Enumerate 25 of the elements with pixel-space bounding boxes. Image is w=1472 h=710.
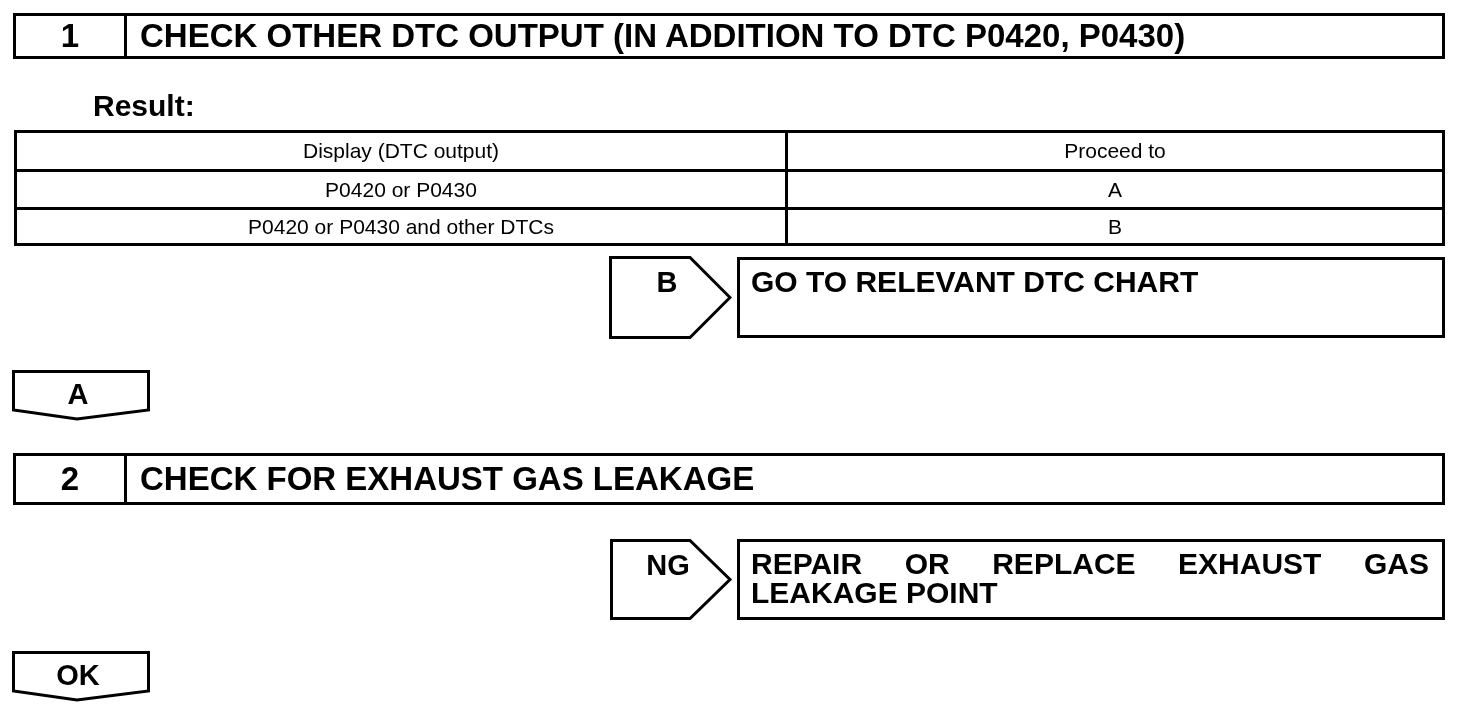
column-header: Display (DTC output) — [15, 131, 787, 171]
table-cell: P0420 or P0430 and other DTCs — [15, 208, 787, 245]
branch-arrow — [609, 256, 732, 339]
tab-label: A — [66, 380, 90, 409]
branch-label: B — [655, 268, 679, 297]
table-cell: B — [786, 208, 1444, 245]
instruction-box — [737, 539, 1445, 620]
tab-label: OK — [55, 661, 101, 690]
step-header-box — [13, 453, 1445, 505]
instruction-box — [737, 257, 1445, 338]
edge-label: NG — [645, 551, 691, 580]
step-header-box — [13, 13, 1445, 59]
result-heading: Result: — [93, 91, 195, 121]
instruction-text: REPAIR OR REPLACE EXHAUST GAS LEAKAGE POINT — [751, 549, 1429, 607]
column-header: Proceed to — [786, 131, 1444, 171]
step-number: 1 — [16, 16, 127, 56]
down-arrow-tab — [12, 651, 150, 702]
step-title: CHECK FOR EXHAUST GAS LEAKAGE — [139, 459, 755, 499]
table-cell: A — [786, 170, 1444, 209]
down-arrow-tab — [12, 370, 150, 421]
instruction-text: GO TO RELEVANT DTC CHART — [751, 267, 1200, 296]
branch-arrow — [610, 539, 733, 620]
step-number: 2 — [16, 456, 127, 502]
table-cell: P0420 or P0430 — [15, 170, 787, 209]
step-title: CHECK OTHER DTC OUTPUT (IN ADDITION TO DTC P0420, P0430) — [139, 16, 1186, 56]
